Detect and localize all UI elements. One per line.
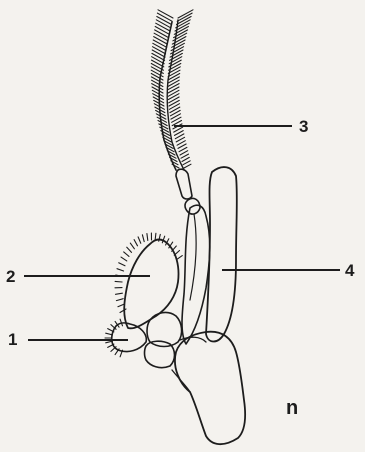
- seta: [157, 17, 172, 25]
- seta: [179, 147, 187, 151]
- seta: [184, 164, 191, 168]
- seta: [156, 20, 170, 28]
- seta: [147, 234, 148, 241]
- seta: [155, 27, 169, 35]
- seta: [152, 80, 163, 86]
- seta: [152, 87, 163, 93]
- seta: [116, 299, 123, 301]
- label-4: 4: [345, 262, 354, 279]
- seta: [152, 57, 165, 64]
- label-1: 1: [8, 331, 17, 348]
- seta: [154, 37, 168, 45]
- label-2: 2: [6, 268, 15, 285]
- seta: [117, 269, 124, 271]
- seta: [134, 240, 137, 246]
- seta: [156, 23, 170, 31]
- seta: [155, 30, 169, 38]
- seta: [121, 257, 127, 261]
- basal-seam-2: [172, 370, 190, 392]
- setae-group: [105, 10, 193, 357]
- seta: [154, 33, 168, 41]
- seta: [158, 10, 173, 18]
- seta: [183, 161, 190, 165]
- coxal-lobe: [112, 323, 147, 352]
- seta: [153, 40, 167, 47]
- seta: [182, 157, 189, 161]
- seta: [152, 50, 165, 57]
- endopod: [206, 167, 237, 341]
- seta: [116, 293, 123, 294]
- seta: [180, 151, 188, 155]
- seta: [168, 87, 179, 93]
- seta: [153, 43, 166, 50]
- seta: [177, 256, 183, 260]
- basal-plate: [175, 332, 245, 444]
- seta: [168, 94, 179, 100]
- seta: [115, 281, 122, 282]
- seta: [130, 243, 134, 249]
- exopod-lobe: [124, 240, 178, 329]
- flagellum-segment-mid: [176, 169, 192, 199]
- seta: [153, 47, 166, 54]
- label-3: 3: [299, 118, 308, 135]
- seta: [153, 94, 164, 100]
- seta: [124, 252, 129, 257]
- seta: [151, 77, 163, 83]
- seta: [152, 90, 163, 96]
- seta: [168, 90, 179, 96]
- seta: [152, 60, 164, 67]
- stalk-inner-line: [190, 214, 196, 300]
- seta: [168, 77, 180, 83]
- seta: [152, 84, 163, 90]
- seta: [157, 13, 172, 21]
- seta: [181, 154, 189, 158]
- seta: [127, 247, 132, 252]
- seta: [152, 53, 165, 60]
- panel-label: n: [286, 398, 298, 418]
- seta: [168, 84, 179, 90]
- seta: [142, 235, 144, 242]
- seta: [168, 80, 179, 86]
- seta: [119, 263, 125, 266]
- seta: [138, 237, 141, 243]
- seta: [157, 117, 167, 122]
